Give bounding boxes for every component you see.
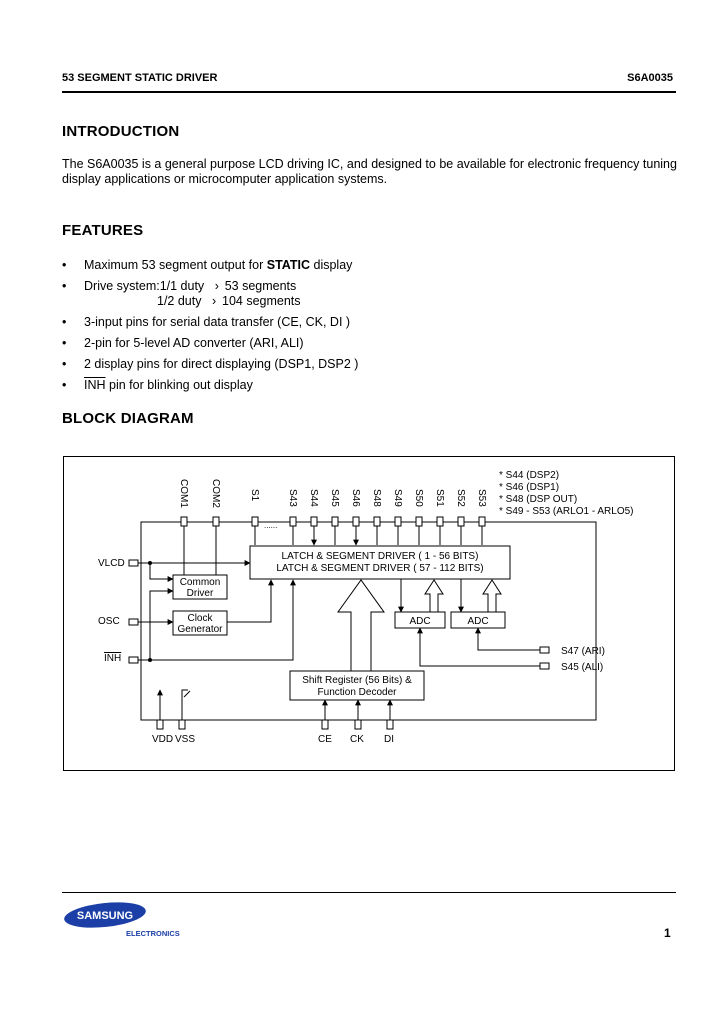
logo-subtitle: ELECTRONICS [126,929,180,938]
ck-label: CK [350,734,364,745]
feature-item: •2 display pins for direct displaying (D… [62,357,359,371]
shift-register-box [289,670,425,701]
doc-title: 53 SEGMENT STATIC DRIVER [62,72,218,84]
adc-label: ADC [409,616,430,627]
pin-label: S53 [476,489,487,507]
header-rule [62,91,676,93]
latch-label-1: LATCH & SEGMENT DRIVER ( 1 - 56 BITS) [282,551,479,562]
adc-label: ADC [467,616,488,627]
note-line: * S49 - S53 (ARLO1 - ARLO5) [499,506,634,517]
pin-label: S46 [350,489,361,507]
part-number: S6A0035 [627,72,673,84]
vlcd-label: VLCD [98,558,125,569]
latch-label-2: LATCH & SEGMENT DRIVER ( 57 - 112 BITS) [276,563,483,574]
vdd-label: VDD [152,734,173,745]
feature-item: •INH pin for blinking out display [62,378,253,392]
block-diagram-svg: * S44 (DSP2) * S46 (DSP1) * S48 (DSP OUT… [98,470,634,745]
pin-label: S48 [371,489,382,507]
chip-outline [140,521,597,721]
note-line: * S46 (DSP1) [499,482,559,493]
pin-label: COM1 [178,479,189,508]
common-driver-box [172,574,228,600]
vss-label: VSS [175,734,195,745]
intro-heading: INTRODUCTION [62,123,180,140]
s47-label: S47 (ARI) [561,646,605,657]
inh-label: INH [104,653,121,664]
common-driver-label: Common [180,577,221,588]
pin-label: S50 [413,489,424,507]
block-diagram: * S44 (DSP2) * S46 (DSP1) * S48 (DSP OUT… [63,456,675,771]
pin-label: S1 [249,489,260,502]
feature-item: •2-pin for 5-level AD converter (ARI, AL… [62,336,304,350]
feature-item: •3-input pins for serial data transfer (… [62,315,351,329]
ce-label: CE [318,734,332,745]
features-heading: FEATURES [62,222,144,239]
pin-label: S51 [434,489,445,507]
feature-item: •Maximum 53 segment output for STATIC di… [62,258,353,272]
clock-generator-label: Generator [177,624,223,635]
s45-label: S45 (ALI) [561,662,603,673]
pin-ellipsis: ...... [264,521,277,530]
common-driver-label: Driver [187,588,214,599]
block-diagram-heading: BLOCK DIAGRAM [62,410,194,427]
pin-label: S45 [329,489,340,507]
pin-label: S49 [392,489,403,507]
note-line: * S48 (DSP OUT) [499,494,577,505]
note-line: * S44 (DSP2) [499,470,559,481]
footer-rule [62,892,676,893]
features-list: •Maximum 53 segment output for STATIC di… [62,258,662,399]
di-label: DI [384,734,394,745]
pin-label: S52 [455,489,466,507]
pin-label: S43 [287,489,298,507]
logo-wordmark: SAMSUNG [77,910,133,922]
samsung-logo: SAMSUNG ELECTRONICS [63,898,183,945]
feature-item: •Drive system:1/1 duty›53 segments 1/2 d… [62,279,301,308]
intro-paragraph: The S6A0035 is a general purpose LCD dri… [62,157,677,186]
page-number: 1 [664,926,671,940]
pin-label: COM2 [210,479,221,508]
shift-register-label: Shift Register (56 Bits) & [302,675,412,686]
shift-register-label: Function Decoder [318,687,398,698]
osc-label: OSC [98,616,120,627]
clock-generator-label: Clock [187,613,213,624]
pin-label: S44 [308,489,319,507]
